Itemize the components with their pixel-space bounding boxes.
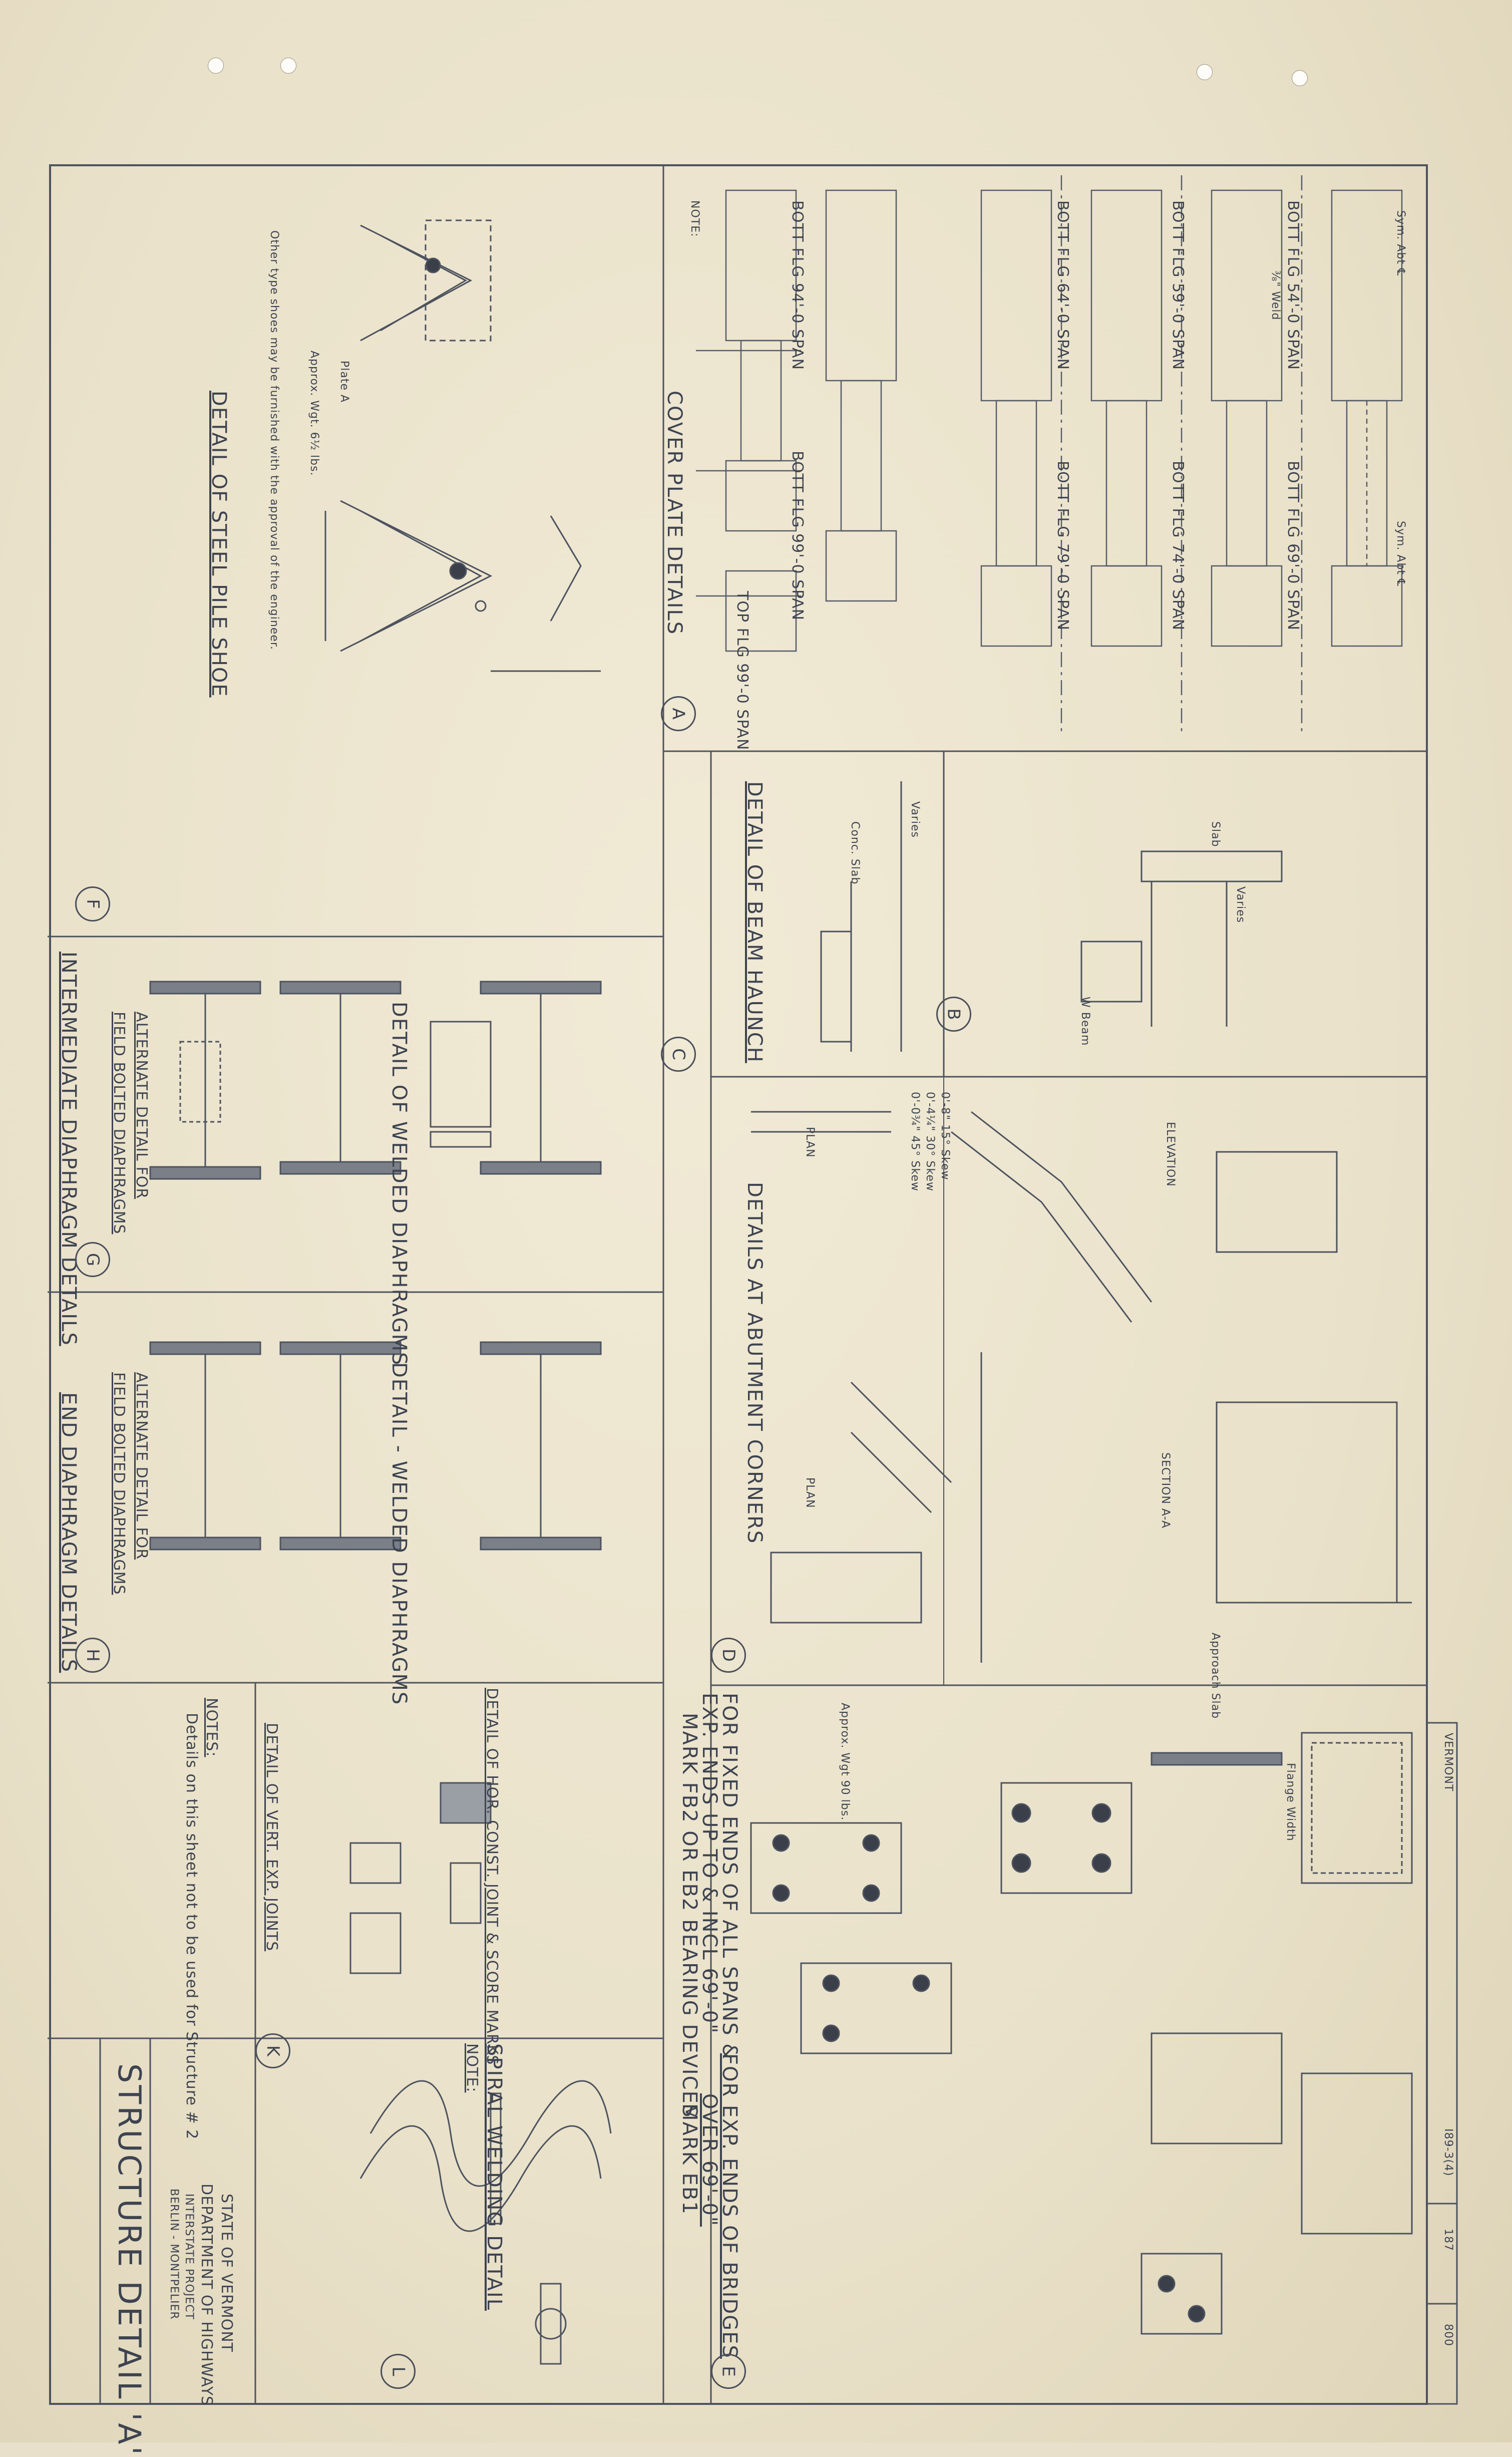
abutment-corners-title: DETAILS AT ABUTMENT CORNERS	[743, 1182, 766, 1545]
skew-label: 0'-8" 15° Skew	[939, 1092, 951, 1180]
cell-badge-a: A	[661, 696, 696, 731]
beam-label: W Beam	[1079, 997, 1091, 1046]
cell-badge-d: D	[711, 1638, 746, 1673]
punch-hole	[208, 58, 224, 74]
bearing-title-1: FOR FIXED ENDS OF ALL SPANS &	[718, 1693, 741, 2060]
span-label: BOTT FLG 69'-0 SPAN	[1284, 461, 1302, 631]
alt-detail-title-2: FIELD BOLTED DIAPHRAGMS	[110, 1012, 128, 1235]
span-label: BOTT FLG 99'-0 SPAN	[789, 451, 806, 621]
drawing-title: STRUCTURE DETAIL 'A'	[111, 2063, 148, 2457]
header-total-sheets: 800	[1442, 2324, 1454, 2346]
header-state: VERMONT	[1442, 1733, 1454, 1792]
varies-label: Varies	[909, 801, 921, 838]
sym-label: Sym. Abt ℄	[1394, 521, 1407, 587]
punch-hole	[280, 58, 296, 74]
plan-label: PLAN	[804, 1477, 816, 1508]
bearing-title-4: OVER 69'-0"	[698, 2093, 721, 2227]
alt-end-title: ALTERNATE DETAIL FOR	[133, 1372, 150, 1560]
beam-haunch-title: DETAIL OF BEAM HAUNCH	[743, 781, 766, 1063]
header-project-no: I89-3(4)	[1442, 2128, 1454, 2177]
sym-label: Sym. Abt ℄	[1394, 210, 1407, 276]
cell-badge-b: B	[936, 997, 971, 1032]
elevation-label: ELEVATION	[1164, 1122, 1177, 1187]
approach-slab-label: Approach Slab	[1209, 1633, 1222, 1719]
span-label: BOTT FLG 64'-0 SPAN	[1054, 200, 1071, 371]
pile-shoe-title: DETAIL OF STEEL PILE SHOE	[207, 391, 230, 698]
skew-label: 0'-0¾" 45° Skew	[909, 1092, 921, 1191]
title-block-department: DEPARTMENT OF HIGHWAYS	[198, 2184, 215, 2406]
cell-badge-g: G	[75, 1242, 110, 1277]
span-label: BOTT FLG 94'-0 SPAN	[789, 200, 806, 371]
conc-slab-label: Conc. Slab	[849, 821, 861, 885]
title-block-project: INTERSTATE PROJECT	[183, 2194, 195, 2320]
section-label: SECTION A-A	[1159, 1452, 1172, 1528]
cell-badge-l: L	[381, 2354, 416, 2389]
cell-badge-k: K	[255, 2033, 290, 2068]
span-label: BOTT FLG 79'-0 SPAN	[1054, 461, 1071, 631]
cell-badge-e: E	[711, 2354, 746, 2389]
cell-badge-h: H	[75, 1638, 110, 1673]
notes-heading: NOTES:	[203, 1698, 220, 1757]
plan-label: PLAN	[804, 1127, 816, 1158]
span-label: BOTT FLG 59'-0 SPAN	[1169, 200, 1187, 371]
spiral-welding-title: SPIRAL WELDING DETAIL	[483, 2043, 506, 2311]
header-sheet-no: 187	[1442, 2229, 1454, 2251]
slab-label: Slab	[1209, 821, 1222, 847]
bearing-title-3: FOR EXP. ENDS OF BRIDGES	[718, 2053, 741, 2359]
welded-end-diaphragm-title: DETAIL - WELDED DIAPHRAGMS	[388, 1362, 411, 1706]
intermediate-diaphragm-title: INTERMEDIATE DIAPHRAGM DETAILS	[57, 952, 80, 1346]
pile-shoe-note: Other type shoes may be furnished with t…	[268, 230, 280, 650]
alt-detail-title: ALTERNATE DETAIL FOR	[133, 1012, 150, 1199]
flange-width-label: Flange Width	[1284, 1763, 1297, 1841]
title-block-state: STATE OF VERMONT	[218, 2194, 235, 2353]
varies-label: Varies	[1234, 886, 1247, 923]
plate-label: Plate A	[338, 361, 350, 403]
span-label: BOTT FLG 74'-0 SPAN	[1169, 461, 1187, 631]
spiral-note-heading: NOTE:	[463, 2043, 481, 2093]
span-label: TOP FLG 99'-0 SPAN	[733, 591, 751, 751]
skew-label: 0'-4¼" 30° Skew	[924, 1092, 936, 1191]
hor-joint-title: DETAIL OF HOR. CONST. JOINT & SCORE MARK…	[483, 1688, 501, 2065]
approx-wt-label: Approx. Wgt 90 lbs.	[839, 1703, 851, 1821]
bearing-title-2: EXP. ENDS UP TO & INCL 69'-0"	[698, 1693, 721, 2034]
cover-plate-title: COVER PLATE DETAILS	[663, 391, 686, 636]
punch-hole	[1197, 64, 1213, 80]
welded-diaphragm-title: DETAIL OF WELDED DIAPHRAGMS	[388, 1002, 411, 1366]
end-diaphragm-title: END DIAPHRAGM DETAILS	[57, 1392, 80, 1673]
cell-badge-c: C	[661, 1037, 696, 1072]
note-heading: NOTE:	[688, 200, 701, 237]
approx-weight: Approx. Wgt. 6½ lbs.	[308, 351, 320, 476]
structure-note: Details on this sheet not to be used for…	[183, 1713, 200, 2140]
bearing-mark-2: MARK EB1	[678, 2103, 701, 2215]
vert-joint-title: DETAIL OF VERT. EXP. JOINTS	[263, 1723, 280, 1952]
title-block-location: BERLIN - MONTPELIER	[168, 2189, 180, 2320]
alt-end-title-2: FIELD BOLTED DIAPHRAGMS	[110, 1372, 128, 1595]
weld-label: ⅜" Weld	[1269, 270, 1282, 321]
bearing-mark-1: MARK FB2 OR EB2 BEARING DEVICES	[678, 1713, 701, 2118]
punch-hole	[1292, 70, 1308, 86]
cell-badge-f: F	[75, 886, 110, 922]
span-label: BOTT FLG 54'-0 SPAN	[1284, 200, 1302, 371]
